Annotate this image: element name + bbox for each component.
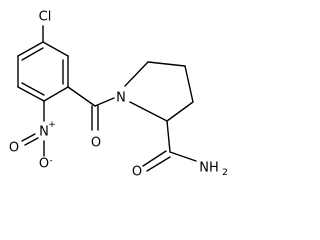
bond-c6-c1 — [17, 41, 44, 57]
amide-nitrogen-label-group: NH 2 — [199, 161, 228, 179]
nitro-plus-charge: + — [48, 120, 56, 130]
chemical-structure: Cl O N O NH 2 N + O - O — [9, 10, 228, 180]
bond-c1-c2 — [42, 41, 69, 57]
bond-carbonyl-nitrogen — [94, 97, 115, 107]
bond-n-c2 — [124, 61, 149, 87]
bond-c5-n — [129, 101, 168, 122]
pyrrolidine-ring — [124, 61, 194, 122]
bond-c3-c4-ring — [184, 65, 194, 103]
amide-subscript: 2 — [222, 168, 228, 178]
bond-c6-c1-inner — [21, 47, 44, 61]
carbonyl-oxygen-label: O — [91, 136, 101, 151]
bond-amide-oxygen-a — [142, 150, 167, 167]
bond-nitro-oxygen-left-b — [21, 133, 36, 142]
bond-c2-c3-ring — [147, 61, 186, 67]
bond-c3-c4 — [43, 86, 69, 102]
amide-nitrogen-label: NH — [199, 161, 219, 176]
bond-c3-carbonyl — [67, 86, 96, 107]
bond-ring-amide-carbon — [166, 120, 171, 153]
bond-nitro-oxygen-left-a — [24, 137, 39, 146]
bond-c4-c5-ring — [166, 101, 194, 122]
nitro-oxygen-left-label: O — [9, 141, 19, 156]
benzene-ring — [17, 41, 69, 102]
nitro-oxygen-down-label: O — [39, 157, 49, 172]
bond-c4-c5 — [17, 86, 45, 102]
bond-amide-nitrogen — [169, 151, 197, 162]
nitro-nitrogen-label: N — [39, 125, 49, 140]
chlorine-label: Cl — [39, 10, 52, 25]
pyrrolidine-nitrogen-label: N — [116, 91, 126, 106]
nitro-minus-charge: - — [49, 156, 52, 166]
bond-c4-c5-inner — [21, 82, 45, 96]
bond-amide-oxygen-b — [146, 156, 171, 172]
amide-oxygen-label: O — [132, 165, 142, 180]
